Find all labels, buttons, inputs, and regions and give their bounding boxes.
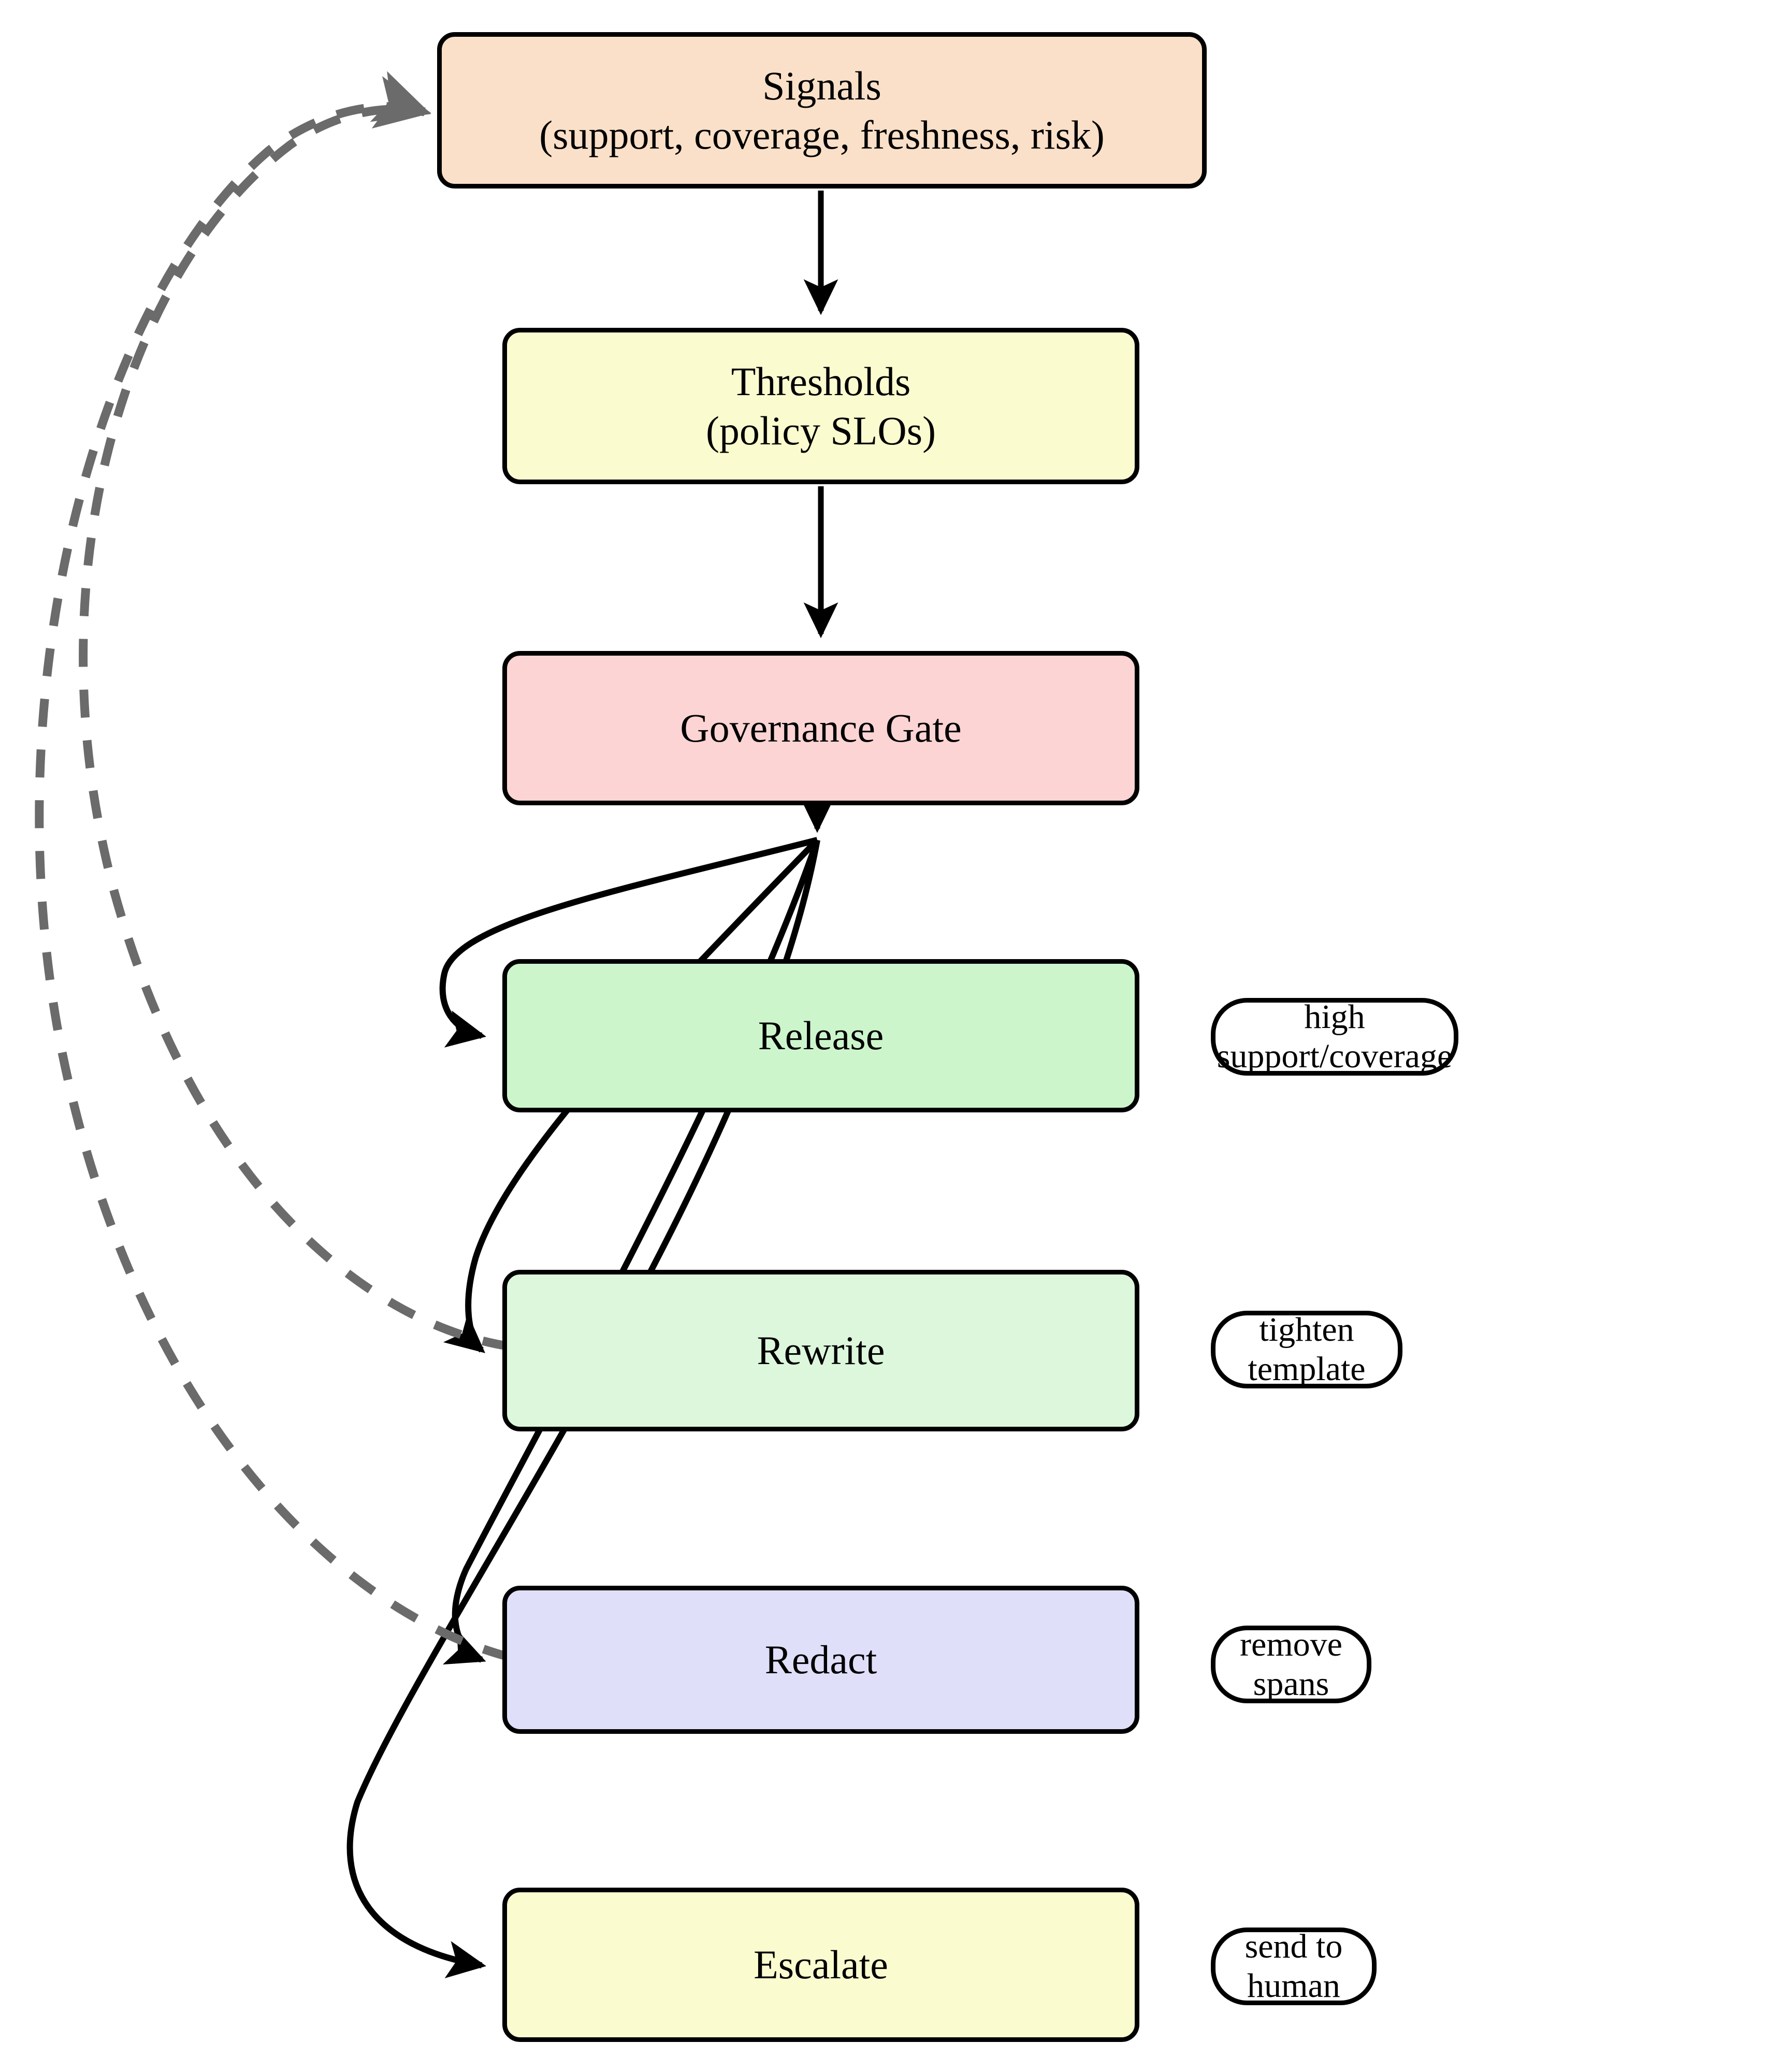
edge-gate-to-release (439, 837, 818, 1048)
node-signals[interactable]: Signals (support, coverage, freshness, r… (437, 32, 1207, 189)
node-redact-label: Redact (764, 1637, 877, 1683)
annotation-rewrite-note-label: tighten template (1248, 1311, 1366, 1388)
annotation-release-note[interactable]: high support/coverage (1211, 998, 1458, 1076)
node-signals-line1: Signals (762, 63, 881, 108)
node-thresholds-label: Thresholds (policy SLOs) (706, 357, 936, 455)
edge-rewrite-to-signals (79, 76, 511, 1351)
node-signals-line2: (support, coverage, freshness, risk) (539, 112, 1105, 157)
node-release[interactable]: Release (502, 959, 1139, 1112)
node-escalate[interactable]: Escalate (502, 1888, 1139, 2042)
annotation-escalate-note-label: send to human (1244, 1928, 1343, 2005)
node-thresholds[interactable]: Thresholds (policy SLOs) (502, 328, 1139, 484)
annotation-rewrite-note[interactable]: tighten template (1211, 1311, 1402, 1388)
node-release-label: Release (758, 1013, 884, 1059)
annotation-escalate-note[interactable]: send to human (1211, 1928, 1377, 2005)
annotation-redact-note-label: remove spans (1240, 1626, 1342, 1703)
edge-gate-to-rewrite (443, 837, 820, 1353)
node-governance-gate[interactable]: Governance Gate (502, 651, 1139, 805)
edge-redact-to-signals (35, 71, 512, 1662)
annotation-redact-note[interactable]: remove spans (1211, 1626, 1371, 1703)
node-rewrite-label: Rewrite (757, 1328, 885, 1373)
node-thresholds-line2: (policy SLOs) (705, 408, 936, 453)
node-signals-label: Signals (support, coverage, freshness, r… (539, 61, 1105, 160)
node-redact[interactable]: Redact (502, 1586, 1139, 1734)
node-governance-gate-label: Governance Gate (680, 705, 962, 751)
node-rewrite[interactable]: Rewrite (502, 1270, 1139, 1431)
annotation-release-note-label: high support/coverage (1217, 998, 1453, 1075)
node-escalate-label: Escalate (754, 1942, 888, 1988)
node-thresholds-line1: Thresholds (731, 358, 911, 404)
